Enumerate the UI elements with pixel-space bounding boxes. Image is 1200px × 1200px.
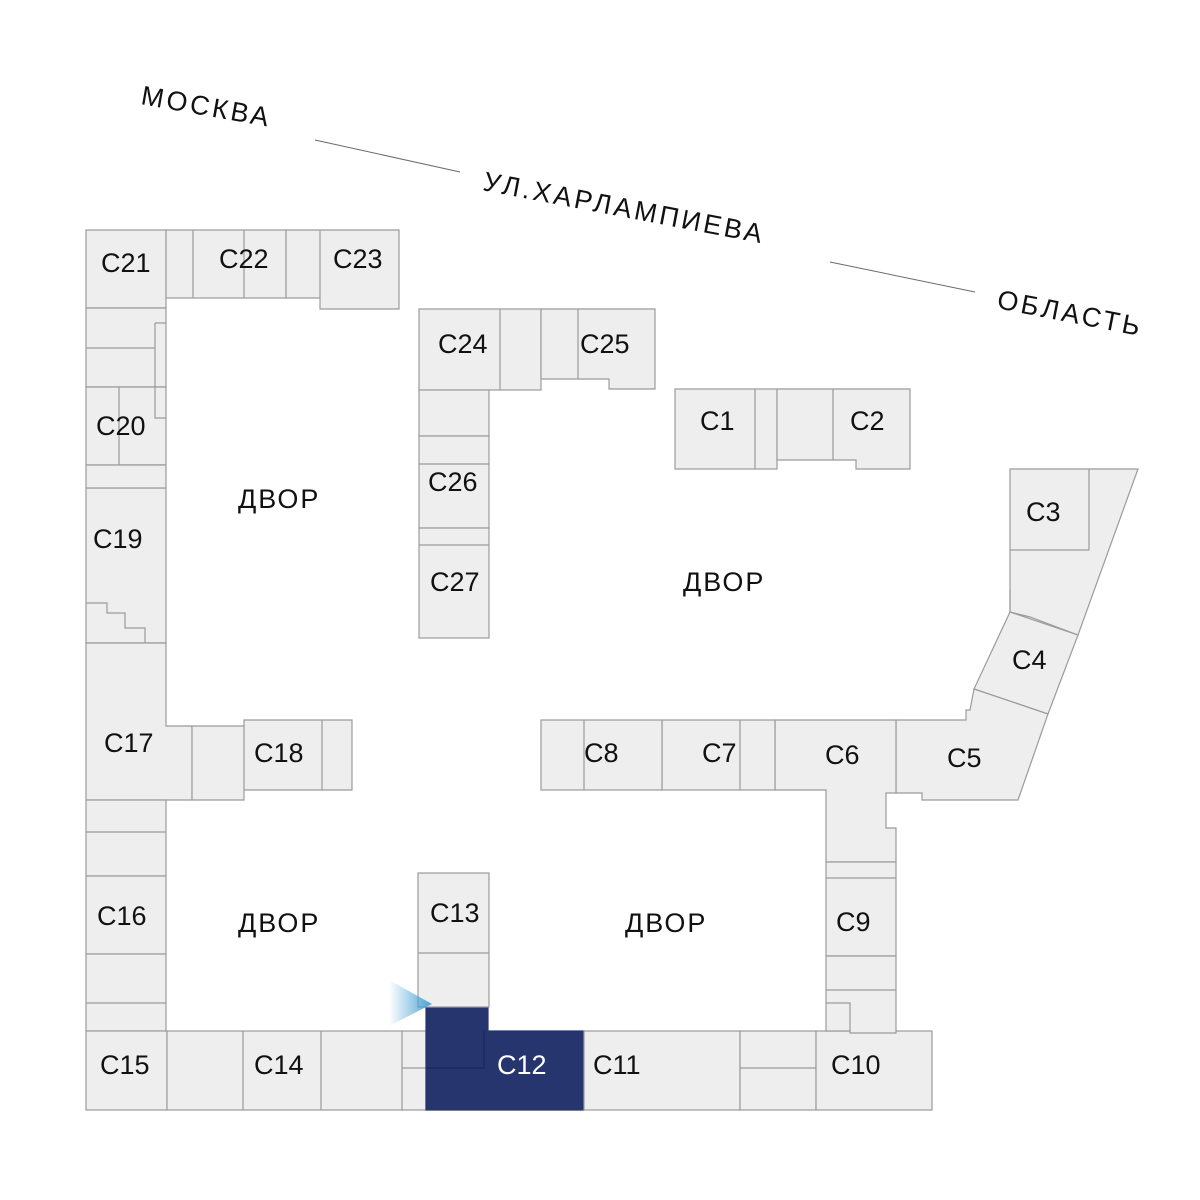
block-bottom-small [401, 1030, 427, 1111]
street-line [314, 139, 461, 173]
section-label: С16 [97, 901, 147, 931]
section-c7[interactable]: С7 [661, 719, 776, 791]
block-central [418, 389, 490, 437]
section-c22[interactable]: С22 [165, 229, 287, 299]
yard-label: ДВОР [238, 484, 320, 514]
section-c10[interactable]: С10 [815, 1030, 933, 1111]
section-c25[interactable]: С25 [540, 308, 656, 390]
section-c2[interactable]: С2 [776, 388, 911, 470]
section-c6[interactable]: С6 [774, 719, 897, 863]
section-label: С5 [947, 743, 982, 773]
section-label: С17 [104, 728, 154, 758]
section-label: С14 [254, 1050, 304, 1080]
section-c26[interactable]: С26 [418, 435, 490, 529]
section-label: С9 [836, 907, 871, 937]
street-labels: МОСКВА УЛ.ХАРЛАМПИЕВА ОБЛАСТЬ [139, 80, 1146, 342]
section-c16[interactable]: С16 [85, 875, 167, 955]
street-label-name: УЛ.ХАРЛАМПИЕВА [481, 166, 768, 249]
section-label: С13 [430, 898, 480, 928]
block-right-lower [825, 955, 897, 1034]
section-c18[interactable]: С18 [191, 719, 353, 801]
section-label: С12 [497, 1050, 547, 1080]
section-c20[interactable]: С20 [85, 386, 167, 466]
section-c19[interactable]: С19 [85, 487, 167, 644]
section-label: С20 [96, 411, 146, 441]
section-label: С3 [1026, 497, 1061, 527]
section-label: С18 [254, 738, 304, 768]
yard-label: ДВОР [238, 908, 320, 938]
section-c5[interactable]: С5 [895, 688, 1049, 801]
section-c24[interactable]: С24 [418, 308, 542, 391]
street-label-region: ОБЛАСТЬ [995, 284, 1146, 342]
section-label: С10 [831, 1050, 881, 1080]
section-label: С22 [219, 244, 269, 274]
section-label: С19 [93, 524, 143, 554]
section-c11[interactable]: С11 [583, 1030, 741, 1111]
section-label: С8 [584, 738, 619, 768]
section-c13[interactable]: С13 [417, 872, 490, 1008]
section-label: С4 [1012, 645, 1047, 675]
section-label: С25 [580, 329, 630, 359]
section-c9[interactable]: С9 [825, 861, 897, 957]
block-left-middle [85, 799, 167, 877]
entrance-marker-icon [389, 980, 432, 1026]
section-label: С2 [850, 406, 885, 436]
section-label: С15 [100, 1050, 150, 1080]
section-label: С24 [438, 329, 488, 359]
section-c8[interactable]: С8 [540, 719, 663, 791]
section-c27[interactable]: С27 [418, 527, 490, 639]
section-c21[interactable]: С21 [85, 229, 167, 309]
street-line [829, 261, 976, 293]
section-c3[interactable]: С3 [1009, 468, 1139, 636]
block-connector [85, 464, 167, 489]
section-label: С23 [333, 244, 383, 274]
section-c4[interactable]: С4 [973, 611, 1079, 715]
block-left-upper [85, 307, 167, 388]
section-label: С21 [101, 248, 151, 278]
section-c1[interactable]: С1 [674, 388, 778, 470]
block-bottom-right [739, 1030, 817, 1111]
yard-label: ДВОР [683, 567, 765, 597]
section-c15[interactable]: С15 [85, 1030, 168, 1111]
section-label: С6 [825, 740, 860, 770]
section-label: С7 [702, 738, 737, 768]
section-label: С1 [700, 406, 735, 436]
section-c17[interactable]: С17 [85, 642, 193, 801]
block-left-lower [85, 953, 167, 1032]
section-c23[interactable]: С23 [285, 229, 400, 310]
section-c12[interactable]: С12 [425, 1006, 585, 1111]
section-label: С27 [430, 567, 480, 597]
street-label-moscow: МОСКВА [139, 80, 274, 132]
section-label: С26 [428, 467, 478, 497]
section-label: С11 [593, 1050, 641, 1080]
yard-label: ДВОР [625, 908, 707, 938]
section-c14[interactable]: С14 [166, 1030, 404, 1111]
